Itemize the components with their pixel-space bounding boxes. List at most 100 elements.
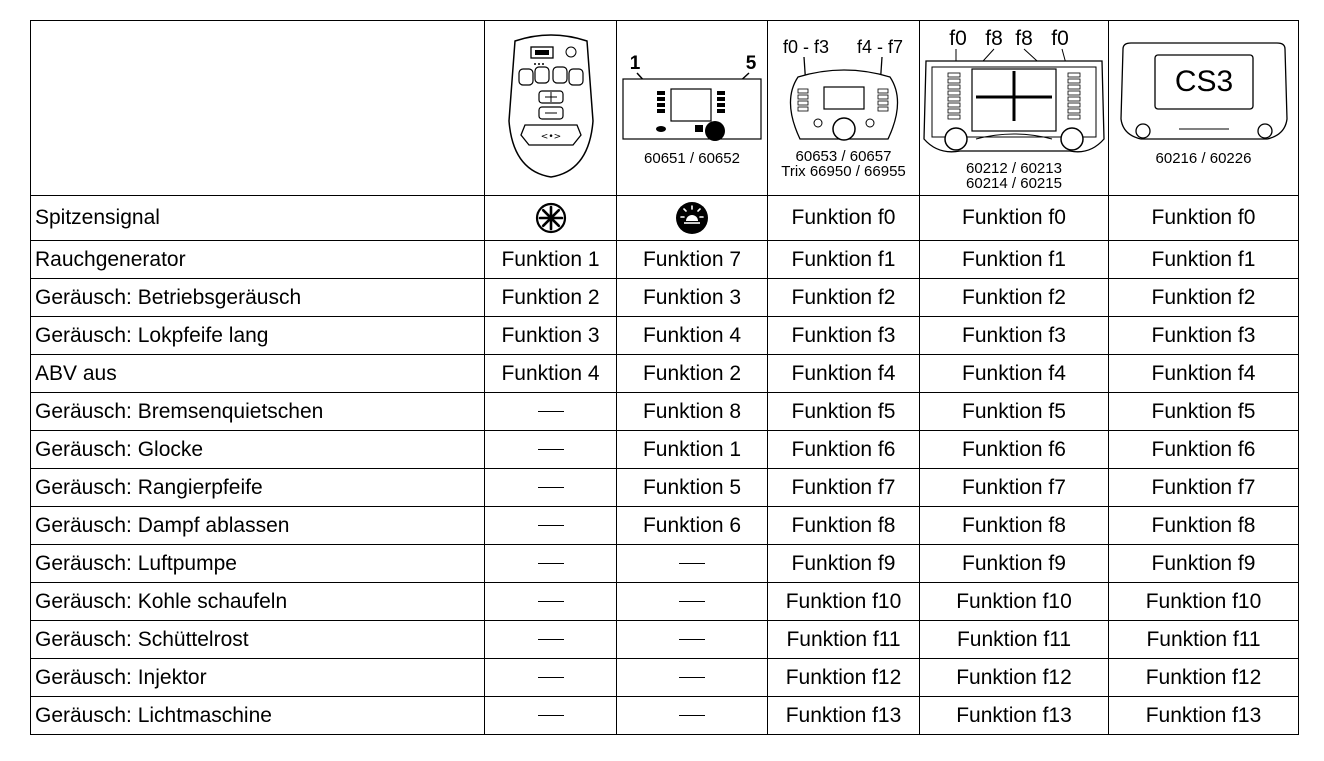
function-value-cell	[484, 544, 617, 583]
device-caption-60651: 60651 / 60652	[644, 150, 740, 167]
not-available-dash	[679, 677, 705, 679]
function-name-cell: Geräusch: Kohle schaufeln	[30, 582, 485, 621]
function-value-cell: Funktion f6	[919, 430, 1109, 469]
not-available-dash	[679, 639, 705, 641]
asterisk-headlight-icon	[535, 202, 566, 234]
mobile-station-60653-icon: f0 - f3 f4 - f7	[783, 37, 903, 141]
function-value-cell	[484, 468, 617, 507]
function-table-body: <•> 1 5	[30, 20, 1299, 735]
table-row: Geräusch: Bremsenquietschen Funktion 8 Fun…	[30, 392, 1299, 431]
device-cell-remote: <•>	[484, 20, 617, 196]
function-value-cell: Funktion f9	[1108, 544, 1299, 583]
device-caption-60212-line1: 60212 / 60213	[966, 160, 1062, 177]
function-value-cell: Funktion f13	[1108, 696, 1299, 735]
function-name-cell: Geräusch: Rangierpfeife	[30, 468, 485, 507]
function-value-cell: Funktion f13	[767, 696, 920, 735]
not-available-dash	[537, 525, 564, 527]
function-value-cell: Funktion f9	[767, 544, 920, 583]
label-f0-f3: f0 - f3	[783, 37, 829, 57]
light-bulb-icon	[676, 202, 708, 234]
function-name-cell: Geräusch: Schüttelrost	[30, 620, 485, 659]
function-value-cell: Funktion f6	[767, 430, 920, 469]
function-value-cell: Funktion 6	[616, 506, 768, 545]
mobile-station-60651-icon: 1 5	[622, 53, 762, 141]
function-name-cell: Geräusch: Bremsenquietschen	[30, 392, 485, 431]
device-header-row: <•> 1 5	[30, 20, 1299, 196]
label-f8-left: f8	[985, 27, 1003, 50]
function-name-cell: Spitzensignal	[30, 195, 485, 241]
function-table: <•> 1 5	[30, 20, 1299, 735]
function-value-cell: Funktion f5	[1108, 392, 1299, 431]
function-value-cell	[616, 620, 768, 659]
function-value-cell: Funktion f12	[1108, 658, 1299, 697]
function-value-cell: Funktion f1	[1108, 240, 1299, 279]
function-value-cell: Funktion f7	[767, 468, 920, 507]
header-empty-cell	[30, 20, 485, 196]
function-value-cell: Funktion f5	[919, 392, 1109, 431]
svg-text:<•>: <•>	[541, 132, 561, 142]
function-value-cell: Funktion 4	[616, 316, 768, 355]
function-value-cell: Funktion 7	[616, 240, 768, 279]
function-value-cell: Funktion f0	[767, 195, 920, 241]
device-caption-cs3: 60216 / 60226	[1155, 150, 1252, 167]
function-value-cell: Funktion f4	[919, 354, 1109, 393]
not-available-dash	[537, 601, 564, 603]
function-value-cell: Funktion f7	[919, 468, 1109, 507]
function-value-cell: Funktion f10	[767, 582, 920, 621]
function-value-cell: Funktion f1	[919, 240, 1109, 279]
not-available-dash	[537, 449, 564, 451]
function-value-cell: Funktion f11	[919, 620, 1109, 659]
mobile-station-remote-icon: <•>	[508, 34, 594, 178]
function-value-cell: Funktion 8	[616, 392, 768, 431]
central-station-cs3-icon: CS3	[1120, 42, 1288, 140]
function-value-cell	[484, 620, 617, 659]
not-available-dash	[679, 715, 705, 717]
function-value-cell: Funktion f2	[919, 278, 1109, 317]
label-f0-right: f0	[1051, 27, 1069, 50]
function-value-cell	[484, 506, 617, 545]
function-value-cell: Funktion f13	[919, 696, 1109, 735]
device-caption-60653-line1: 60653 / 60657	[795, 148, 892, 165]
function-value-cell	[616, 195, 768, 241]
function-value-cell: Funktion f8	[919, 506, 1109, 545]
function-name-cell: Rauchgenerator	[30, 240, 485, 279]
function-value-cell: Funktion f0	[1108, 195, 1299, 241]
function-value-cell	[616, 696, 768, 735]
function-value-cell: Funktion f8	[1108, 506, 1299, 545]
device-cell-60653: f0 - f3 f4 - f7 606	[767, 20, 920, 196]
function-value-cell	[484, 696, 617, 735]
device-caption-60653-line2: Trix 66950 / 66955	[781, 163, 906, 180]
function-value-cell: Funktion 3	[484, 316, 617, 355]
function-name-cell: Geräusch: Dampf ablassen	[30, 506, 485, 545]
function-value-cell: Funktion 3	[616, 278, 768, 317]
not-available-dash	[679, 563, 705, 565]
label-f4-f7: f4 - f7	[857, 37, 903, 57]
function-name-cell: Geräusch: Glocke	[30, 430, 485, 469]
function-value-cell: Funktion f6	[1108, 430, 1299, 469]
not-available-dash	[537, 563, 564, 565]
function-value-cell: Funktion 4	[484, 354, 617, 393]
device-cell-60212: f0 f8 f8 f0	[919, 20, 1109, 196]
function-value-cell	[616, 582, 768, 621]
function-name-cell: Geräusch: Luftpumpe	[30, 544, 485, 583]
function-value-cell: Funktion f9	[919, 544, 1109, 583]
function-value-cell	[484, 392, 617, 431]
not-available-dash	[537, 487, 564, 489]
function-value-cell: Funktion f7	[1108, 468, 1299, 507]
function-value-cell	[616, 658, 768, 697]
label-f0-left: f0	[949, 27, 967, 50]
function-value-cell: Funktion f11	[767, 620, 920, 659]
function-value-cell: Funktion f3	[1108, 316, 1299, 355]
callout-5: 5	[746, 53, 757, 74]
callout-1: 1	[630, 53, 641, 74]
not-available-dash	[679, 601, 705, 603]
not-available-dash	[537, 639, 564, 641]
function-value-cell	[484, 658, 617, 697]
central-station-60212-icon: f0 f8 f8 f0	[923, 27, 1105, 153]
